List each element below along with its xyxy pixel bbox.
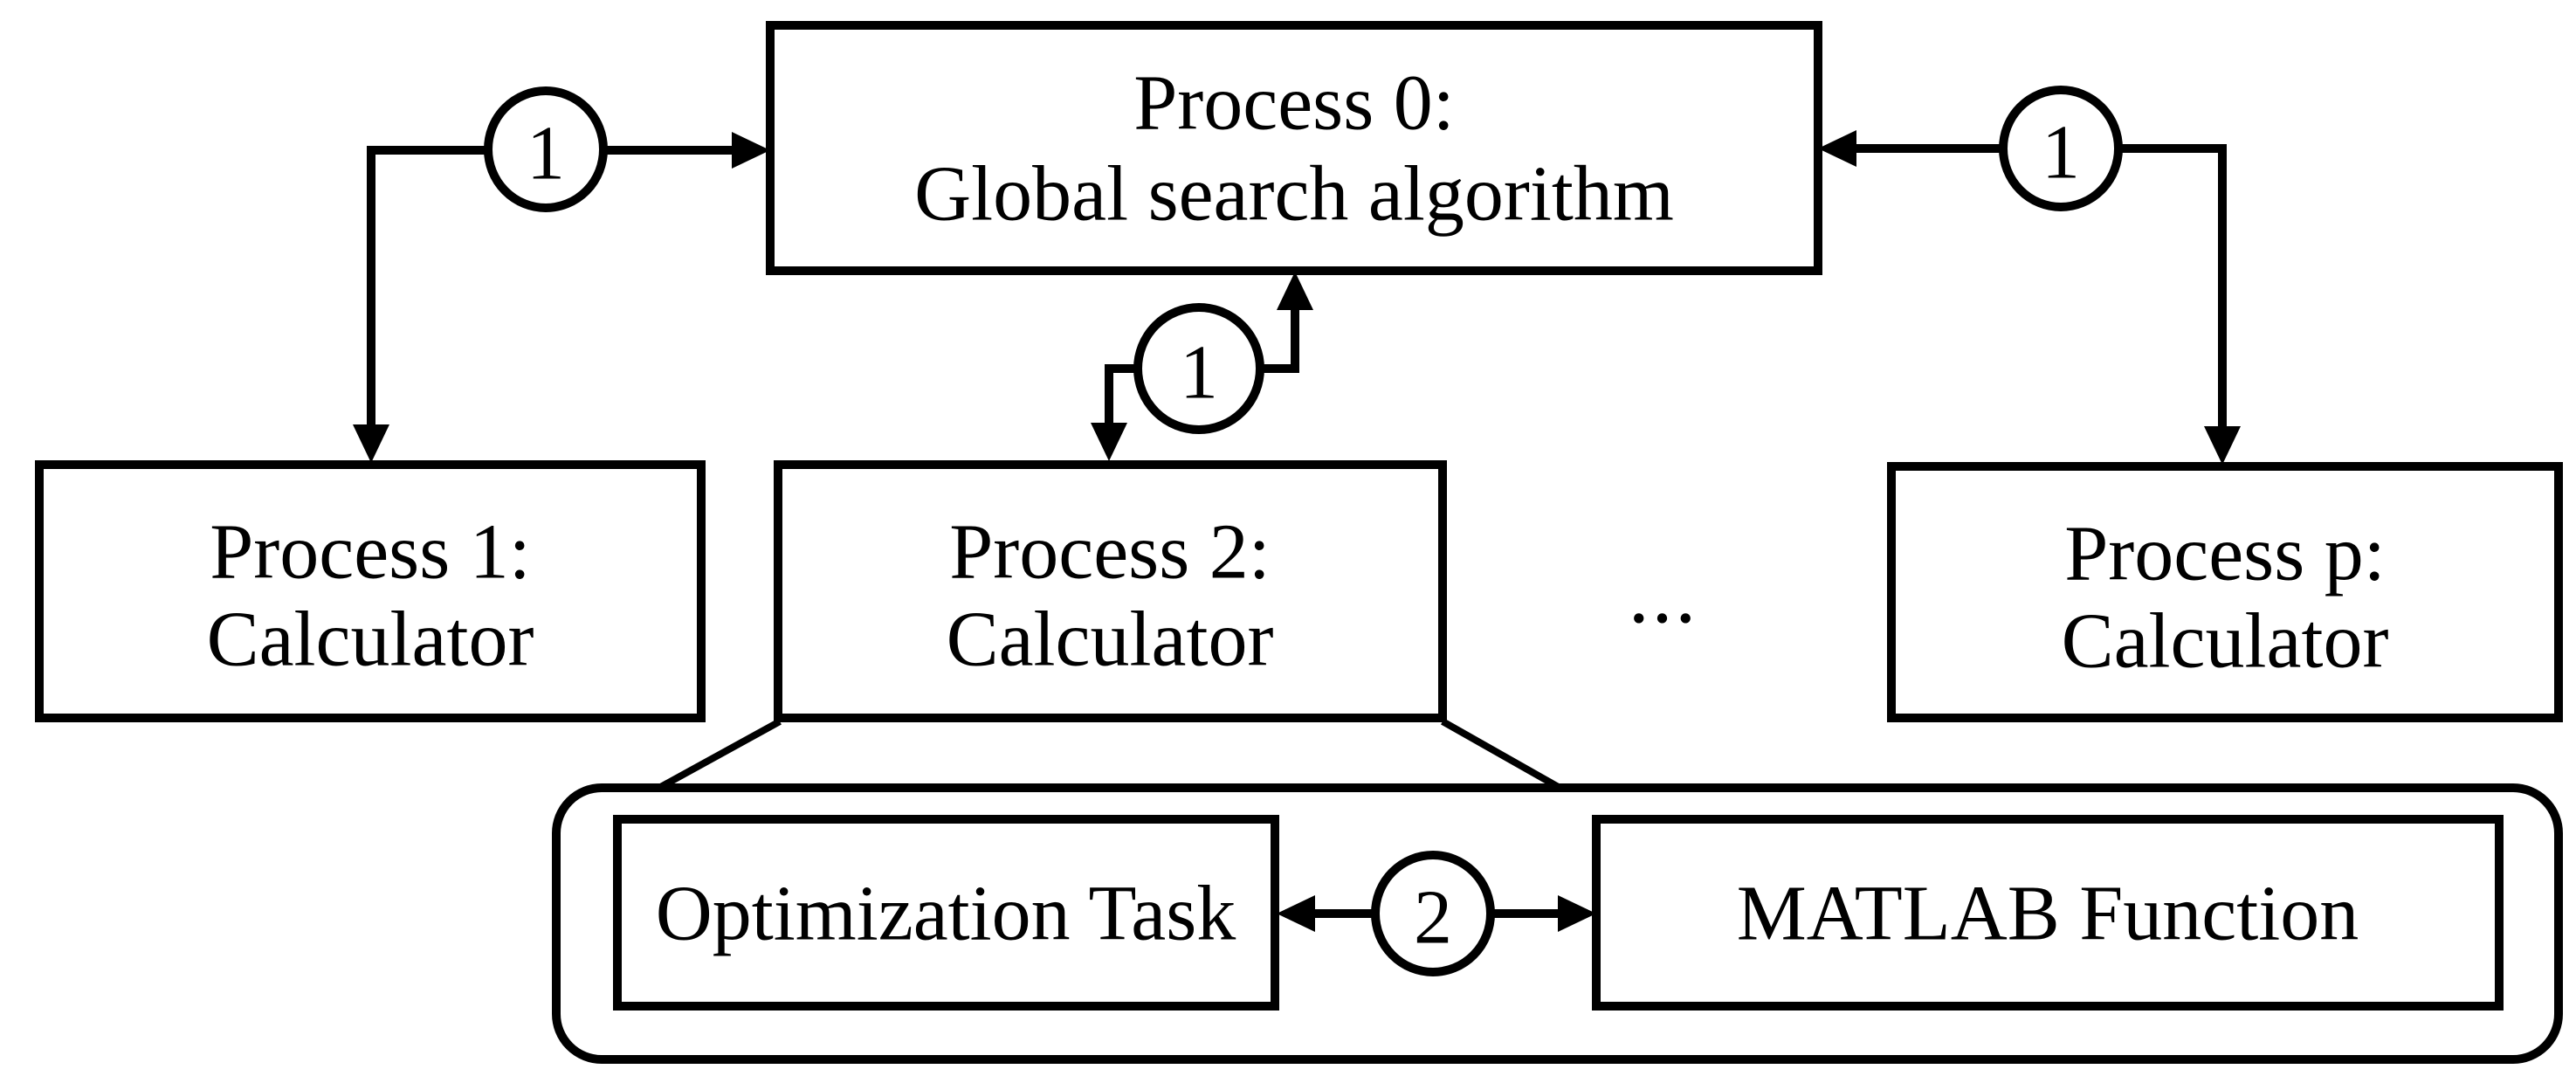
process-2-box <box>774 460 1447 722</box>
badge-circle-process2-link <box>1133 303 1264 434</box>
process-1-label-line1: Process 1: <box>210 509 530 596</box>
badge-circle-processp-link <box>1999 86 2123 211</box>
optimization-task-label: Optimization Task <box>656 871 1236 957</box>
process-2-label-line1: Process 2: <box>949 509 1270 596</box>
connector-processp-process0 <box>1855 144 2227 430</box>
connector-process1-process0 <box>367 146 734 428</box>
optimization-task-box <box>613 815 1279 1011</box>
process-p-label-line1: Process p: <box>2064 511 2385 597</box>
badge-label-task-matlab-link: 2 <box>1414 876 1452 961</box>
badge-circle-task-matlab-link <box>1371 851 1495 976</box>
process-p-box <box>1887 462 2563 722</box>
arrowhead-into-process1-icon <box>353 424 389 463</box>
badge-label-process2-link: 1 <box>1180 331 1218 416</box>
matlab-function-label: MATLAB Function <box>1737 871 2359 957</box>
matlab-function-box <box>1592 815 2504 1011</box>
process-1-box <box>35 460 706 722</box>
badge-label-processp-link: 1 <box>2042 111 2080 196</box>
process-1-label-line2: Calculator <box>207 597 534 683</box>
callout-diagonal-right <box>1441 718 1563 792</box>
process-2-label-line2: Calculator <box>947 597 1274 683</box>
arrowhead-into-process0-right-icon <box>1818 130 1856 167</box>
arrowhead-into-process2-icon <box>1091 423 1127 461</box>
badge-label-process1-link: 1 <box>527 112 565 197</box>
arrowhead-into-process0-left-icon <box>732 132 770 169</box>
process-0-label-line2: Global search algorithm <box>914 151 1674 238</box>
process-p-label-line2: Calculator <box>2062 598 2389 685</box>
callout-diagonal-left <box>656 718 782 792</box>
ellipsis-more-processes: ... <box>1629 548 1698 640</box>
badge-circle-process1-link <box>484 86 608 212</box>
arrowhead-into-optimization-task-icon <box>1277 895 1315 932</box>
process-0-box <box>766 21 1822 275</box>
arrowhead-into-processp-icon <box>2204 426 2241 465</box>
arrowhead-into-matlab-function-icon <box>1558 895 1596 932</box>
process-0-label-line1: Process 0: <box>1133 60 1454 147</box>
arrowhead-into-process0-bottom-icon <box>1277 272 1313 310</box>
